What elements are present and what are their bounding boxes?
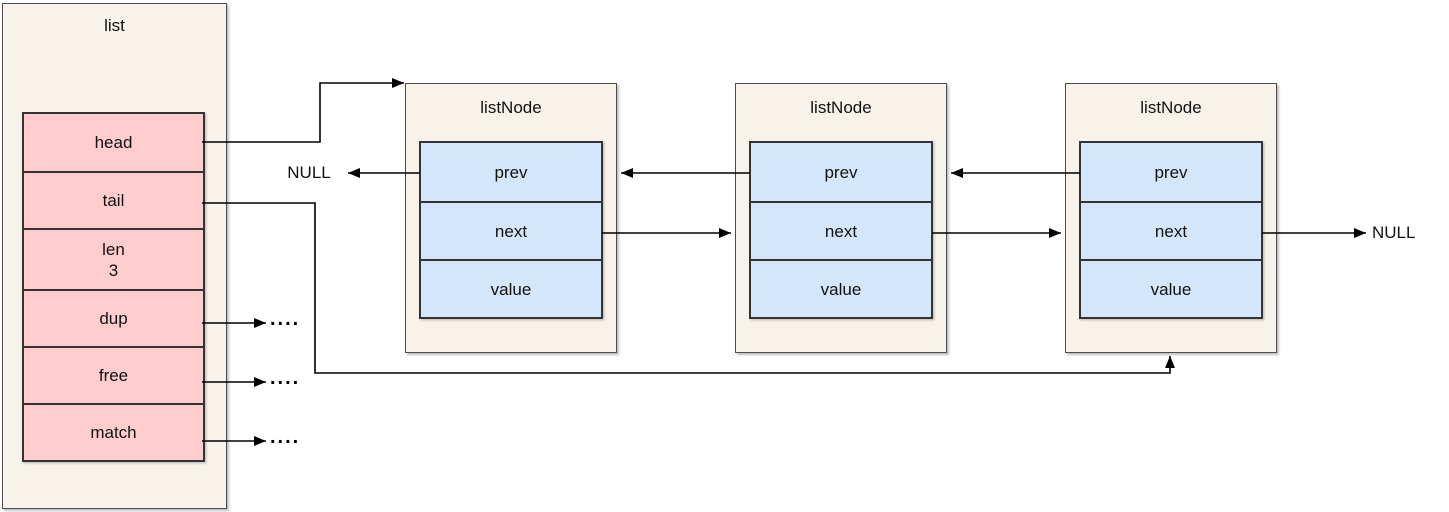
list-field-tail: tail [24, 171, 203, 228]
list-fields-table: head tail len 3 dup free match [22, 112, 205, 462]
node-field-next: next [751, 201, 931, 259]
list-field-len: len 3 [24, 228, 203, 289]
node-field-next: next [421, 201, 601, 259]
list-node-box-1: listNode prev next value [405, 83, 617, 353]
field-label: prev [824, 162, 858, 182]
node-field-next: next [1081, 201, 1261, 259]
node-fields-table: prev next value [419, 141, 603, 319]
node-fields-table: prev next value [749, 141, 933, 319]
field-label: len [102, 239, 125, 259]
node-field-prev: prev [421, 143, 601, 201]
list-field-dup: dup [24, 289, 203, 346]
field-label: prev [494, 162, 528, 182]
node-field-prev: prev [751, 143, 931, 201]
free-ellipsis: .... [270, 367, 301, 389]
arrow-head-to-node1 [202, 78, 404, 143]
null-label-right: NULL [1372, 223, 1416, 242]
field-label: next [824, 221, 858, 241]
list-field-free: free [24, 346, 203, 403]
node-field-value: value [1081, 259, 1261, 317]
node-field-prev: prev [1081, 143, 1261, 201]
arrow-tail-to-node3 [202, 202, 1175, 374]
field-label: value [490, 279, 532, 299]
list-node-box-3: listNode prev next value [1065, 83, 1277, 353]
field-label: free [98, 366, 129, 385]
node-field-value: value [751, 259, 931, 317]
field-label: tail [102, 191, 125, 210]
field-label: next [1154, 221, 1188, 241]
field-label: match [90, 423, 137, 442]
null-label-left: NULL [287, 163, 331, 182]
list-struct-box: list head tail len 3 dup free match [2, 3, 227, 509]
field-label: value [820, 279, 862, 299]
node-title: listNode [480, 98, 542, 117]
node-title: listNode [810, 98, 872, 117]
node-field-value: value [421, 259, 601, 317]
field-label: value [1150, 279, 1192, 299]
dup-ellipsis: .... [270, 308, 301, 330]
match-ellipsis: .... [270, 426, 301, 448]
field-label: prev [1154, 162, 1188, 182]
list-field-head: head [24, 114, 203, 171]
list-field-match: match [24, 403, 203, 460]
field-label: dup [99, 309, 128, 328]
field-value: 3 [108, 260, 119, 280]
field-label: head [94, 133, 133, 152]
field-label: next [494, 221, 528, 241]
node-fields-table: prev next value [1079, 141, 1263, 319]
list-box-title: list [104, 16, 125, 35]
list-node-box-2: listNode prev next value [735, 83, 947, 353]
node-title: listNode [1140, 98, 1202, 117]
